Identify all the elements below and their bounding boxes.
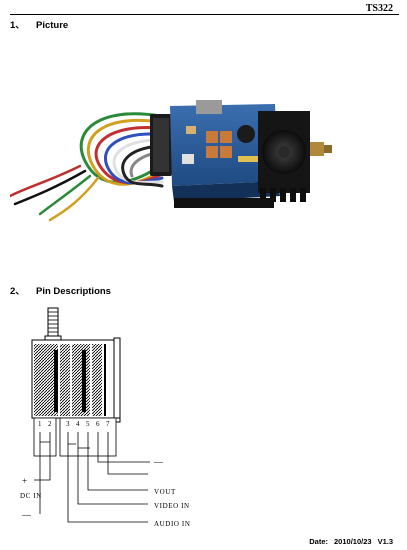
section-title: Picture <box>36 20 69 31</box>
pin-numbers: 1 2 3 4 5 6 7 <box>38 420 110 428</box>
section-number: 1、 <box>10 20 25 31</box>
header-rule <box>10 14 399 15</box>
ground-label: — <box>153 457 164 467</box>
video-in-label: VIDEO IN <box>154 502 190 510</box>
pin-number: 4 <box>76 420 80 428</box>
pin-number: 6 <box>96 420 100 428</box>
version: V1.3 <box>377 537 393 546</box>
footer: Date: 2010/10/23 V1.3 <box>303 537 393 546</box>
dc-in-label: DC IN <box>20 492 42 500</box>
dc-plus-label: + <box>22 476 28 486</box>
vout-label: VOUT <box>154 488 176 496</box>
pin-number: 1 <box>38 420 42 428</box>
section-pin-heading: 2、 Pin Descriptions <box>10 283 111 297</box>
date-label: Date: <box>309 537 329 546</box>
section-picture-heading: 1、 Picture <box>10 17 68 31</box>
section-number: 2、 <box>10 286 25 297</box>
pin-number: 5 <box>86 420 90 428</box>
section-title: Pin Descriptions <box>36 286 111 297</box>
audio-in-label: AUDIO IN <box>154 520 191 528</box>
transmitter-photo <box>10 36 397 278</box>
dc-minus-label: — <box>21 510 32 520</box>
pin-labels: + DC IN — — VOUT VIDEO IN AUDIO IN <box>20 457 191 528</box>
date-value: 2010/10/23 <box>334 537 372 546</box>
antenna-connector <box>44 307 62 343</box>
pin-diagram: 1 2 3 4 5 6 7 + DC IN — — VOUT VIDEO IN … <box>20 307 191 528</box>
wiring-lines <box>34 432 150 523</box>
pin-number: 2 <box>48 420 52 428</box>
pin-number: 3 <box>66 420 70 428</box>
pin-number: 7 <box>106 420 110 428</box>
model-number: TS322 <box>365 3 393 14</box>
module-body <box>31 337 121 457</box>
